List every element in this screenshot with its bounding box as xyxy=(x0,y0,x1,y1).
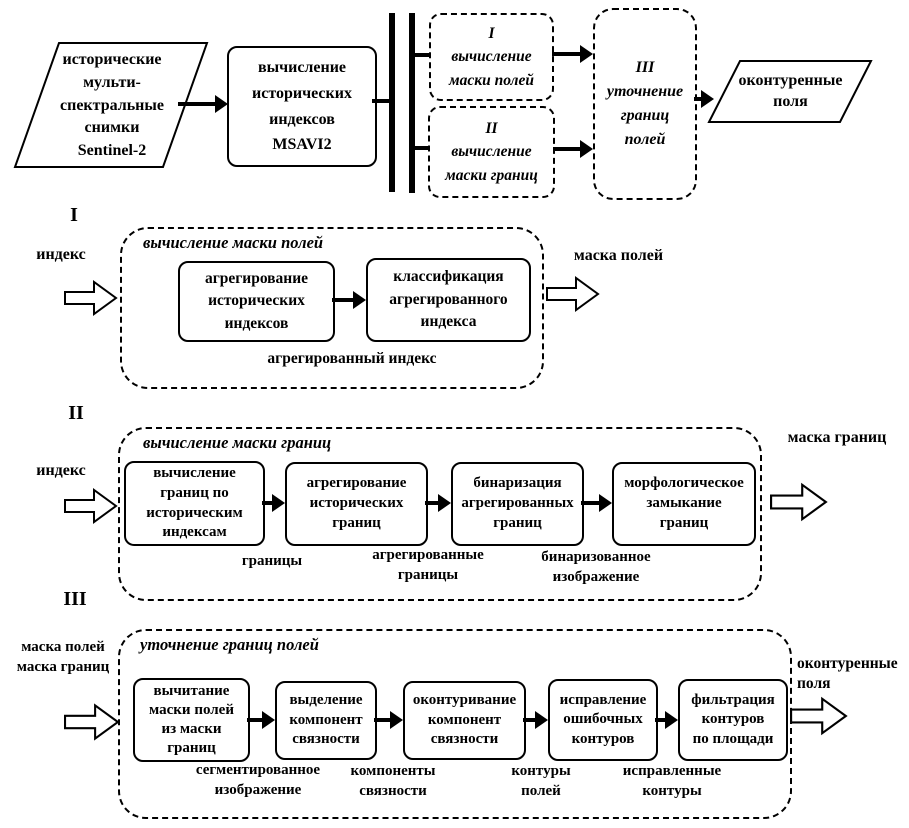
intermediate-note: агрегированные границы xyxy=(372,547,484,583)
flow-arrow xyxy=(523,711,548,729)
section-i-numeral: I xyxy=(70,204,78,226)
section-ii-input-label: индекс xyxy=(36,462,86,479)
flow-arrow xyxy=(262,494,285,512)
intermediate-note: бинаризованное изображение xyxy=(541,549,651,585)
stage-iii-box: III уточнение границ полей xyxy=(593,8,697,200)
process-box: вычисление границ по историческим индекс… xyxy=(124,461,265,546)
section-i-input-label: индекс xyxy=(36,246,86,263)
fork-bar-1 xyxy=(389,13,395,192)
intermediate-note: границы xyxy=(241,553,303,569)
block-arrow-icon xyxy=(64,488,118,524)
intermediate-note: исправленные контуры xyxy=(622,763,722,799)
block-arrow-icon xyxy=(770,482,828,522)
process-box: выделение компонент связности xyxy=(275,681,377,760)
section-iii-numeral: III xyxy=(63,588,87,610)
section-iii-title: уточнение границ полей xyxy=(140,635,319,654)
input-parallelogram xyxy=(13,42,209,168)
section-iii-input-label: маска полей маска границ xyxy=(16,639,110,676)
section-i-title: вычисление маски полей xyxy=(143,233,324,252)
branch-ii-box: II вычисление маски границ xyxy=(428,106,555,198)
flow-arrow xyxy=(332,291,366,309)
process-box: оконтуривание компонент связности xyxy=(403,681,526,760)
arrow-iii-to-output xyxy=(694,90,714,108)
msavi2-process-box: вычисление исторических индексов MSAVI2 xyxy=(227,46,377,167)
section-ii-numeral: II xyxy=(68,402,84,424)
process-box: морфологическое замыкание границ xyxy=(612,462,756,546)
process-box: исправление ошибочных контуров xyxy=(548,679,658,761)
flow-arrow xyxy=(425,494,451,512)
process-box: агрегирование исторических границ xyxy=(285,462,428,546)
output-parallelogram xyxy=(707,60,873,123)
process-box: фильтрация контуров по площади xyxy=(678,679,788,761)
flow-arrow xyxy=(655,711,678,729)
connector-line xyxy=(372,99,390,103)
arrow-branch-ii-to-iii xyxy=(553,140,593,158)
input-parallelogram-label: исторические мульти- спектральные снимки… xyxy=(60,51,164,160)
block-arrow-icon xyxy=(546,276,600,312)
arrow-input-to-process xyxy=(178,95,228,113)
section-i-output-label: маска полей xyxy=(573,247,664,264)
block-arrow-icon xyxy=(64,280,118,316)
branch-i-box: I вычисление маски полей xyxy=(429,13,554,101)
section-ii-output-label: маска границ xyxy=(787,429,887,446)
intermediate-note: сегментированное изображение xyxy=(195,762,321,798)
intermediate-note: контуры полей xyxy=(511,763,571,799)
block-arrow-icon xyxy=(64,703,120,741)
section-iii-output-label: оконтуренные поля xyxy=(797,655,898,693)
process-box: бинаризация агрегированных границ xyxy=(451,462,584,546)
fork-stub-branch-1 xyxy=(414,53,430,57)
fork-stub-branch-2 xyxy=(414,146,430,150)
section-ii-title: вычисление маски границ xyxy=(143,433,332,452)
arrow-branch-i-to-iii xyxy=(552,45,593,63)
process-box: агрегирование исторических индексов xyxy=(178,261,335,342)
block-arrow-icon xyxy=(790,696,848,736)
process-box: вычитание маски полей из маски границ xyxy=(133,678,250,762)
fork-bar-2 xyxy=(409,13,415,193)
flow-arrow xyxy=(581,494,612,512)
output-parallelogram-label: оконтуренные поля xyxy=(738,72,843,110)
intermediate-note: агрегированный индекс xyxy=(267,350,437,367)
intermediate-note: компоненты связности xyxy=(350,763,436,799)
flow-arrow xyxy=(247,711,275,729)
flow-arrow xyxy=(374,711,403,729)
process-box: классификация агрегированного индекса xyxy=(366,258,531,342)
